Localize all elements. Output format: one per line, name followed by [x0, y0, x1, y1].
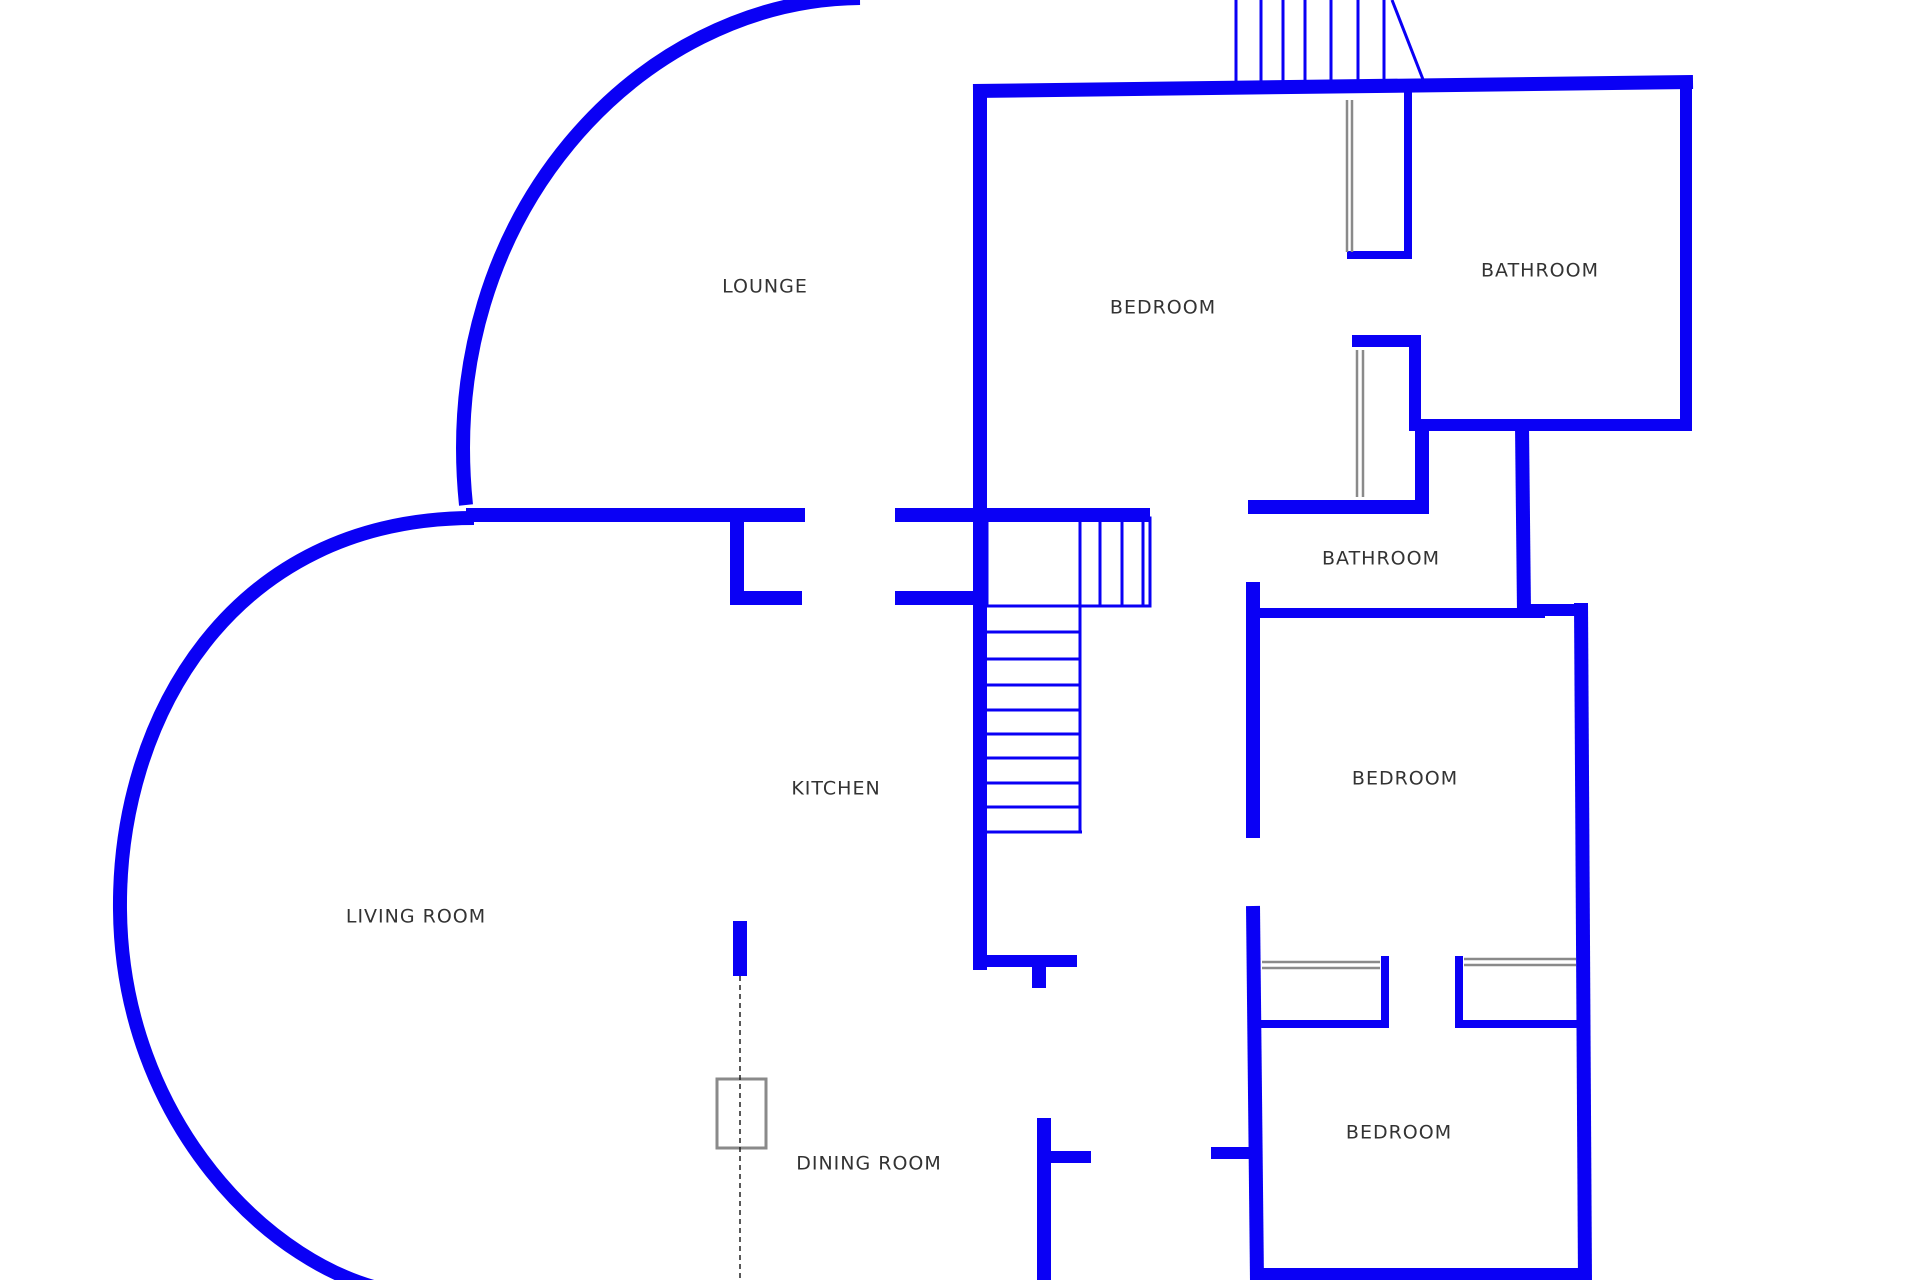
bedrooms-right-wall [1574, 602, 1592, 1280]
bathroom-top-left-wall [1347, 88, 1412, 259]
living-room-curved-wall [112, 511, 475, 1280]
structural-walls [466, 75, 1694, 1280]
room-label-lounge: LOUNGE [722, 276, 808, 298]
corridor-wall-lower [1246, 905, 1264, 1280]
room-label-bedroom-bottom: BEDROOM [1346, 1122, 1452, 1144]
staircase-top [1234, 0, 1426, 83]
kitchen-opening-left-stub [730, 515, 802, 605]
room-label-dining-room: DINING ROOM [796, 1153, 942, 1175]
lounge-curved-wall [456, 0, 861, 506]
outer-curved-walls [112, 0, 861, 1280]
fixtures [715, 100, 1576, 1280]
top-wall [972, 75, 1694, 98]
closet-left-wall [1257, 956, 1389, 1028]
closet-right-wall [1455, 956, 1581, 1028]
room-label-bathroom-middle: BATHROOM [1322, 548, 1440, 570]
bathroom-middle-left-wall [1248, 425, 1429, 514]
room-label-bathroom-top: BATHROOM [1481, 260, 1599, 282]
staircase-kitchen [985, 516, 1152, 834]
room-label-bedroom-middle: BEDROOM [1352, 768, 1458, 790]
room-label-bedroom-top: BEDROOM [1110, 297, 1216, 319]
room-label-living-room: LIVING ROOM [346, 906, 486, 928]
room-labels: LOUNGE BEDROOM BATHROOM BATHROOM KITCHEN… [346, 260, 1599, 1175]
bathroom-middle-right-wall [1515, 424, 1531, 613]
dining-fixture-box [715, 1077, 768, 1150]
room-label-kitchen: KITCHEN [791, 778, 880, 800]
